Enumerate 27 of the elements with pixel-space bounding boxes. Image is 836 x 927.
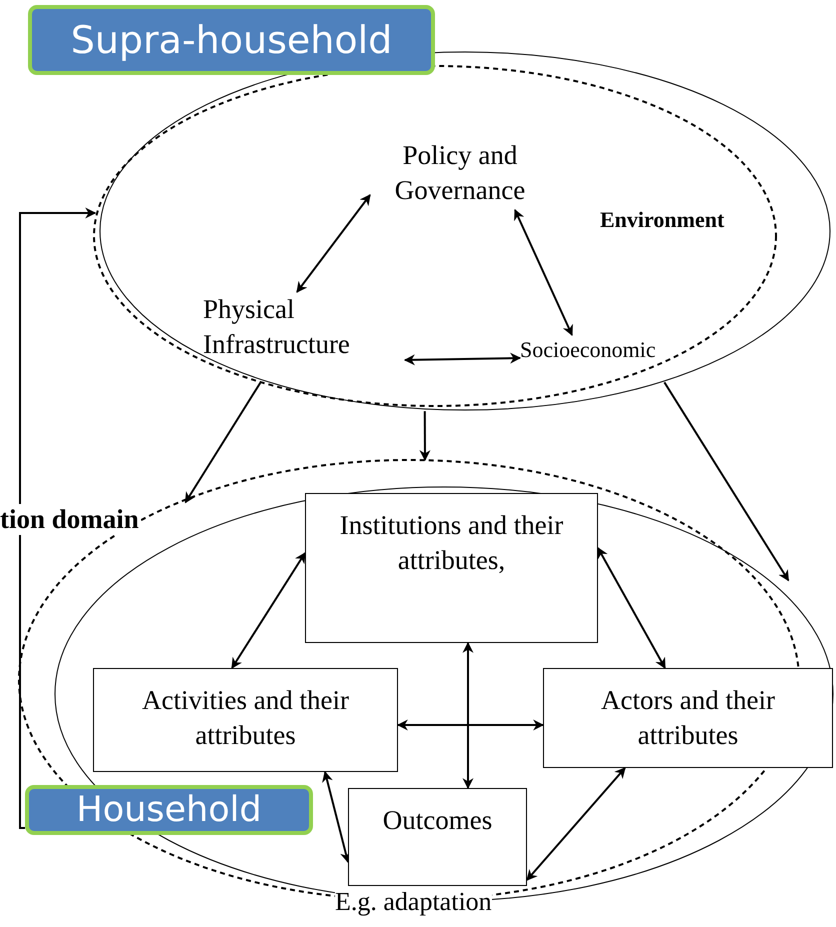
arrow xyxy=(419,411,430,462)
arrow xyxy=(19,208,96,829)
double-arrow xyxy=(231,552,306,669)
arrow xyxy=(184,382,262,504)
double-arrow xyxy=(597,547,666,669)
double-arrow xyxy=(396,720,544,730)
process-box xyxy=(305,493,598,643)
box-label: Institutions and their attributes, xyxy=(338,509,564,578)
node-label: Socioeconomic xyxy=(520,335,670,365)
double-arrow xyxy=(526,767,626,881)
double-arrow xyxy=(462,642,474,790)
node-label: Policy and Governance xyxy=(370,138,550,210)
process-box xyxy=(348,788,527,886)
double-arrow xyxy=(322,770,351,864)
box-label: Outcomes xyxy=(382,804,494,837)
box-label: Actors and their attributes xyxy=(600,684,776,752)
double-arrow xyxy=(404,352,522,366)
region-label: Environment xyxy=(600,207,724,233)
arrow xyxy=(664,382,790,582)
node-label: Physical Infrastructure xyxy=(200,292,405,368)
box-label: Activities and their attributes xyxy=(141,684,350,752)
process-box xyxy=(93,668,398,772)
domain-label: tion domain xyxy=(0,504,141,535)
level-badge: Supra-household xyxy=(28,5,435,75)
double-arrow xyxy=(296,194,371,293)
process-box xyxy=(543,668,833,768)
double-arrow xyxy=(514,209,573,336)
